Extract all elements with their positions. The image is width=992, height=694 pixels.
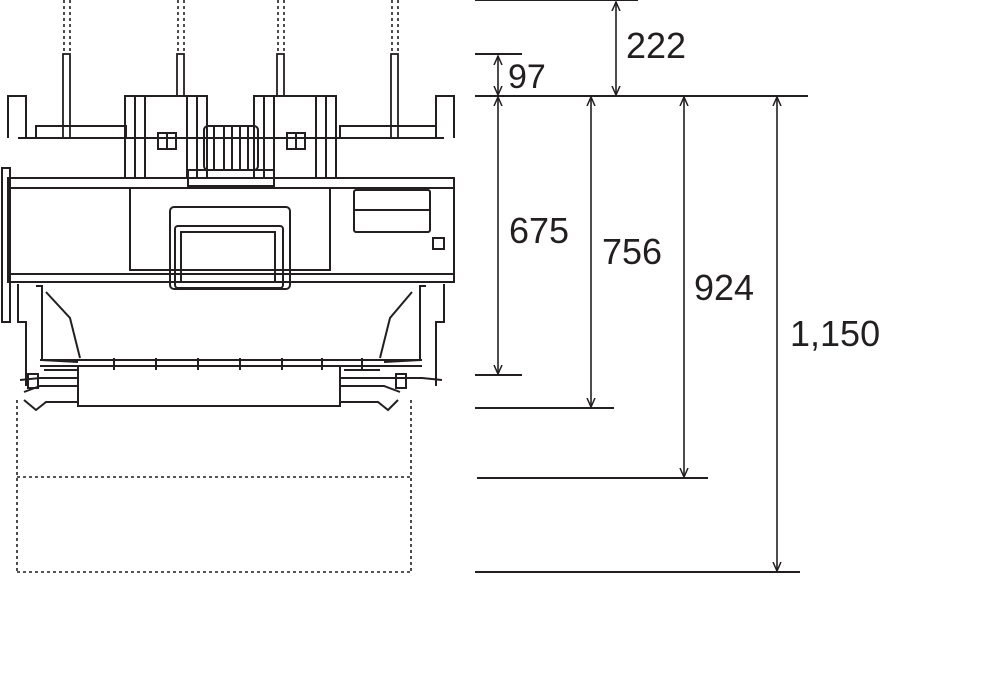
- operation-panel: [129, 187, 331, 290]
- extended-paper-guides: [63, 0, 399, 54]
- dimension-lines: [475, 0, 808, 573]
- chute-side-frames: [7, 95, 455, 138]
- label-97: 97: [508, 58, 546, 96]
- output-stacker: [17, 284, 445, 412]
- label-222: 222: [626, 25, 686, 66]
- extended-stacker: [16, 400, 412, 573]
- scanner-main-body: [1, 167, 455, 323]
- label-924: 924: [694, 267, 754, 308]
- status-indicator-panel: [353, 189, 445, 250]
- scanner-drawing: [1, 0, 455, 573]
- label-756: 756: [602, 231, 662, 272]
- dimension-labels: 222 97 675 756 924 1,150: [508, 25, 880, 354]
- label-1150: 1,150: [790, 313, 880, 354]
- right-paper-guide-slider: [253, 95, 337, 179]
- label-675: 675: [509, 210, 569, 251]
